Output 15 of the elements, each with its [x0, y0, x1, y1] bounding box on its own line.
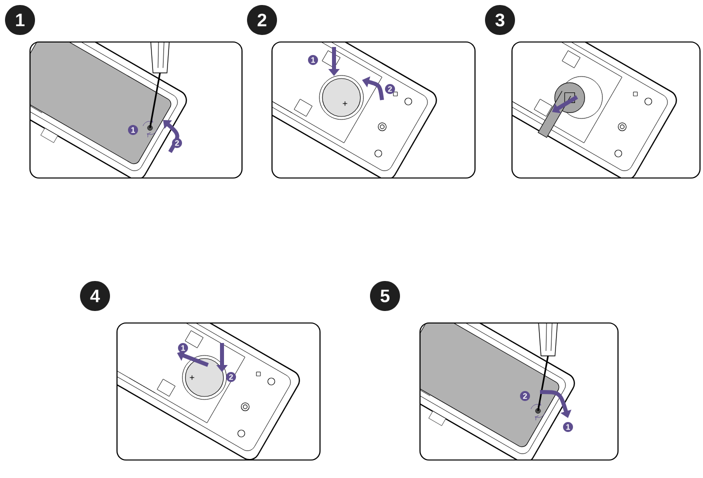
- callout-number: 2: [385, 84, 395, 94]
- callout-number: 1: [128, 125, 138, 135]
- callout-number: 1: [563, 422, 573, 432]
- step-badge: 2: [247, 5, 277, 35]
- step-badge: 5: [370, 281, 400, 311]
- callout-number: 1: [178, 343, 188, 353]
- polarity-sign: +: [342, 101, 348, 106]
- step-badge: 4: [80, 281, 110, 311]
- callout-number: 2: [226, 372, 236, 382]
- polarity-sign: +: [190, 375, 194, 380]
- callout-number: 1: [308, 55, 318, 65]
- callout-number: 2: [520, 391, 530, 401]
- callout-number: 2: [172, 138, 182, 148]
- step-badge: 1: [5, 5, 35, 35]
- step-badge: 3: [485, 5, 515, 35]
